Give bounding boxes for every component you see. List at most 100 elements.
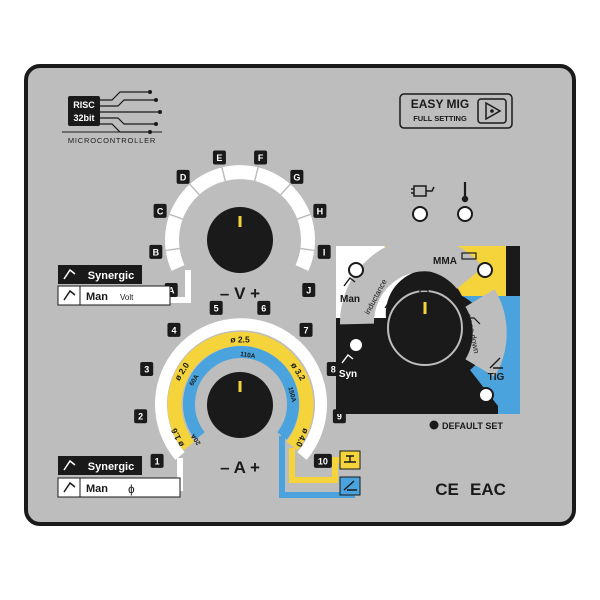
synergic-top-icon-box xyxy=(58,265,80,284)
amp-mark-3: 150A xyxy=(286,386,297,403)
ce-mark: CE xyxy=(435,480,459,499)
power-plug-icon xyxy=(411,185,435,197)
slope-down-arc xyxy=(465,289,507,377)
man-sector-label: Man xyxy=(340,294,360,305)
process-knob[interactable] xyxy=(387,290,463,366)
current-scale-mark-2: 3 xyxy=(140,361,154,376)
current-scale-mark-badge xyxy=(150,453,164,468)
voltage-scale-mark-badge xyxy=(212,150,226,165)
arc-force-arc xyxy=(385,236,484,290)
arc-force-label: arc force xyxy=(414,278,446,287)
torch-icon xyxy=(63,459,76,471)
voltage-knob-label: – V + xyxy=(220,284,260,303)
voltage-scale-mark-text: D xyxy=(180,172,187,182)
man-top-unit: Volt xyxy=(120,293,134,302)
risc-chip-logo: RISC 32bit MICROCONTROLLER xyxy=(62,90,162,145)
status-lamps xyxy=(411,182,473,222)
voltage-scale-mark-3: D xyxy=(176,169,190,184)
man-top-button[interactable] xyxy=(79,285,171,306)
voltage-tick xyxy=(169,213,184,221)
syn-sector-label: Syn xyxy=(339,369,357,380)
current-scale-mark-1: 2 xyxy=(134,409,148,424)
mma-lamp xyxy=(477,262,493,278)
risc-bits-label: 32bit xyxy=(73,113,94,123)
current-scale-mark-3: 4 xyxy=(167,322,181,337)
voltage-scale-mark-badge xyxy=(313,203,327,218)
voltage-knob[interactable] xyxy=(207,207,273,273)
voltage-scale-mark-text: I xyxy=(323,247,326,257)
amp-band xyxy=(183,346,299,440)
current-scale-mark-badge xyxy=(257,300,271,315)
voltage-tick xyxy=(288,274,302,285)
current-scale-mark-text: 3 xyxy=(144,364,149,374)
default-set-label: DEFAULT SET xyxy=(442,421,503,431)
tig-torch-box xyxy=(339,476,361,496)
torch-icon xyxy=(63,268,76,280)
tig-sector-label: TIG xyxy=(488,372,505,383)
voltage-scale-mark-9: J xyxy=(302,282,316,297)
voltage-scale-mark-badge xyxy=(254,150,268,165)
current-scale-mark-0: 1 xyxy=(150,453,164,468)
voltage-tick xyxy=(279,183,291,196)
eac-mark: EAC xyxy=(470,480,506,499)
voltage-scale-mark-text: J xyxy=(306,285,311,295)
process-selector: MMA Man Syn TIG inductance arc force slo… xyxy=(336,236,520,431)
current-scale-mark-text: 2 xyxy=(138,412,143,422)
synergic-bottom-button[interactable] xyxy=(80,456,142,475)
current-scale-mark-badge xyxy=(140,361,154,376)
man-lamp xyxy=(348,262,364,278)
voltage-scale-mark-4: E xyxy=(212,150,226,165)
voltage-scale-mark-badge xyxy=(153,203,167,218)
voltage-scale-mark-text: E xyxy=(216,153,222,163)
voltage-scale-mark-text: H xyxy=(317,206,324,216)
current-scale-mark-text: 7 xyxy=(304,325,309,335)
current-knob[interactable] xyxy=(207,372,273,438)
easy-mig-title: EASY MIG xyxy=(411,97,469,111)
thermal-lamp xyxy=(457,206,473,222)
torch-icon xyxy=(63,481,76,493)
voltage-scale-mark-badge xyxy=(149,244,163,259)
voltage-tick xyxy=(253,167,259,182)
synergic-bottom-icon-box xyxy=(58,456,80,475)
man-bottom-icon-box xyxy=(57,477,81,498)
voltage-scale-mark-badge xyxy=(290,169,304,184)
tig-lamp xyxy=(478,387,494,403)
synergic-top-button[interactable] xyxy=(80,265,142,284)
man-top-label: Man xyxy=(86,291,108,303)
amp-mark-2: 110A xyxy=(240,351,256,360)
electrode-holder-icon xyxy=(344,455,356,463)
current-scale-mark-4: 5 xyxy=(209,300,223,315)
current-scale-mark-text: 10 xyxy=(318,456,328,466)
current-scale-mark-text: 1 xyxy=(155,456,160,466)
voltage-scale-mark-text: F xyxy=(258,153,264,163)
current-scale-mark-6: 7 xyxy=(299,322,313,337)
syn-lamp xyxy=(348,337,364,353)
current-scale-mark-badge xyxy=(313,453,332,468)
current-scale-mark-badge xyxy=(167,322,181,337)
man-bottom-label: Man xyxy=(86,483,108,495)
current-knob-label: – A + xyxy=(220,458,260,477)
diameter-mark-2: ø 2.5 xyxy=(230,335,250,345)
current-scale-mark-text: 4 xyxy=(171,325,176,335)
arc-force-icon xyxy=(419,289,429,296)
torch-icon xyxy=(63,289,76,301)
current-scale-mark-badge xyxy=(134,409,148,424)
microcontroller-label: MICROCONTROLLER xyxy=(68,136,156,145)
current-scale-mark-badge xyxy=(209,300,223,315)
synergic-bottom-label: Synergic xyxy=(88,461,134,473)
voltage-scale-mark-text: A xyxy=(168,285,175,295)
man-bottom-button[interactable] xyxy=(79,477,181,498)
current-scale-mark-text: 9 xyxy=(337,412,342,422)
mode-buttons-top: Synergic Man Volt xyxy=(57,265,171,306)
voltage-scale-mark-text: G xyxy=(293,172,300,182)
current-scale-mark-text: 6 xyxy=(261,303,266,313)
voltage-scale-mark-5: F xyxy=(254,150,268,165)
voltage-scale-mark-8: I xyxy=(317,244,331,259)
easy-mig-subtitle: FULL SETTING xyxy=(413,114,467,123)
voltage-scale-mark-text: C xyxy=(157,206,164,216)
current-scale-mark-text: 8 xyxy=(331,364,336,374)
voltage-tick xyxy=(221,167,227,182)
